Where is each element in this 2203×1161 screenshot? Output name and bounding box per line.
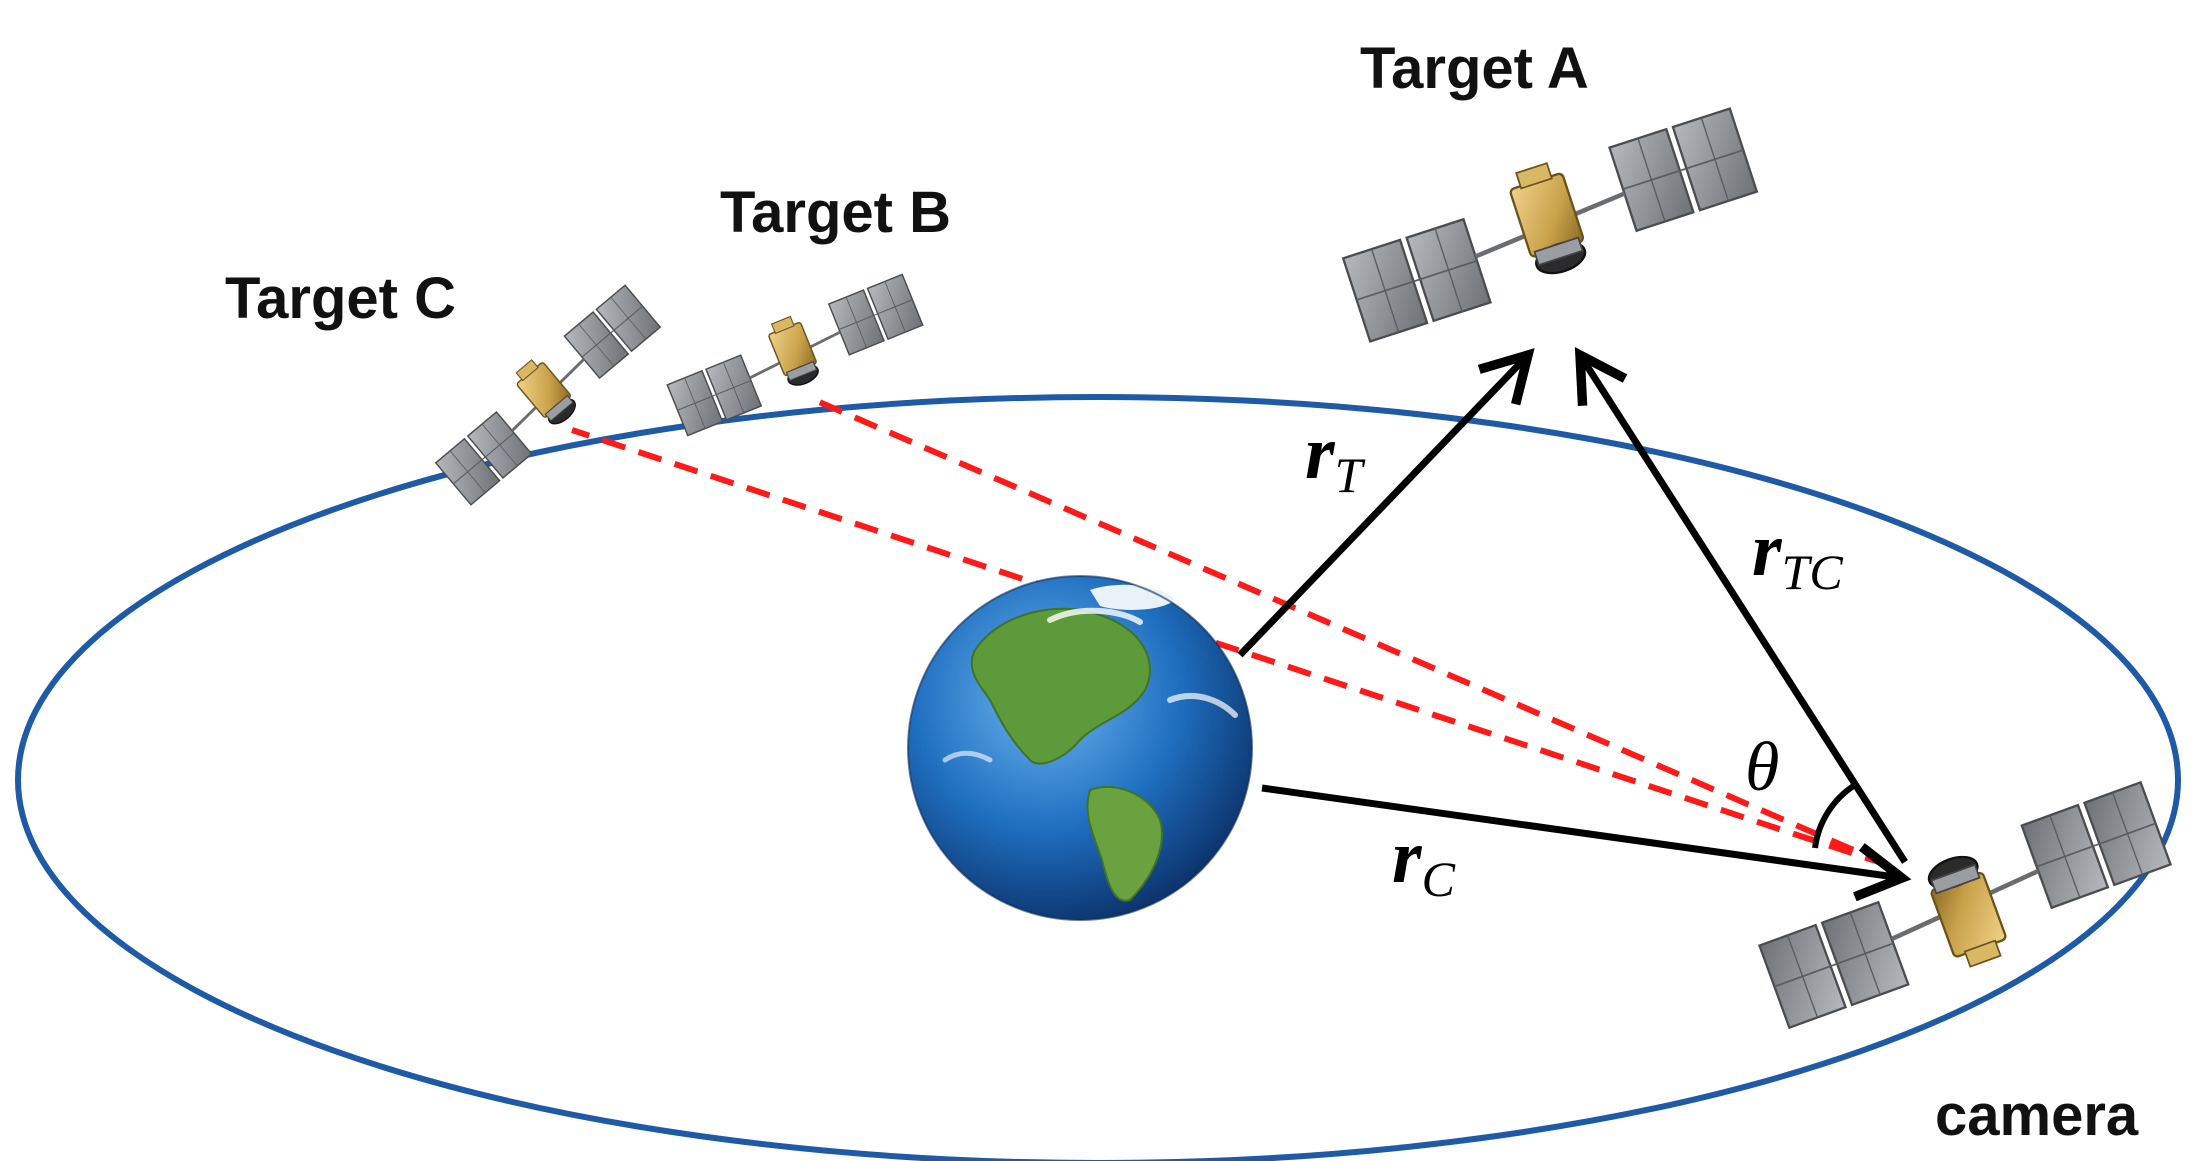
label-target-a: Target A xyxy=(1360,36,1589,101)
label-r-t: rT xyxy=(1305,411,1366,503)
line-of-sight-target-b xyxy=(808,395,1890,868)
vector-r-tc-arrow xyxy=(1574,346,1908,864)
label-target-c: Target C xyxy=(225,266,456,331)
earth-icon xyxy=(907,575,1253,921)
label-camera: camera xyxy=(1935,1083,2139,1148)
label-target-b: Target B xyxy=(720,180,951,245)
vector-r-t-arrow xyxy=(1237,348,1535,658)
angle-theta-arc xyxy=(1812,782,1857,849)
label-theta: θ xyxy=(1745,729,1779,806)
satellite-icon xyxy=(1335,104,1764,341)
orbit-ellipse xyxy=(15,394,2181,1161)
label-r-c: rC xyxy=(1392,815,1456,907)
satellite-icon xyxy=(423,281,671,507)
vector-r-c-arrow xyxy=(1261,784,1912,902)
line-of-sight-target-c xyxy=(571,427,1889,868)
label-r-tc: rTC xyxy=(1752,508,1843,600)
